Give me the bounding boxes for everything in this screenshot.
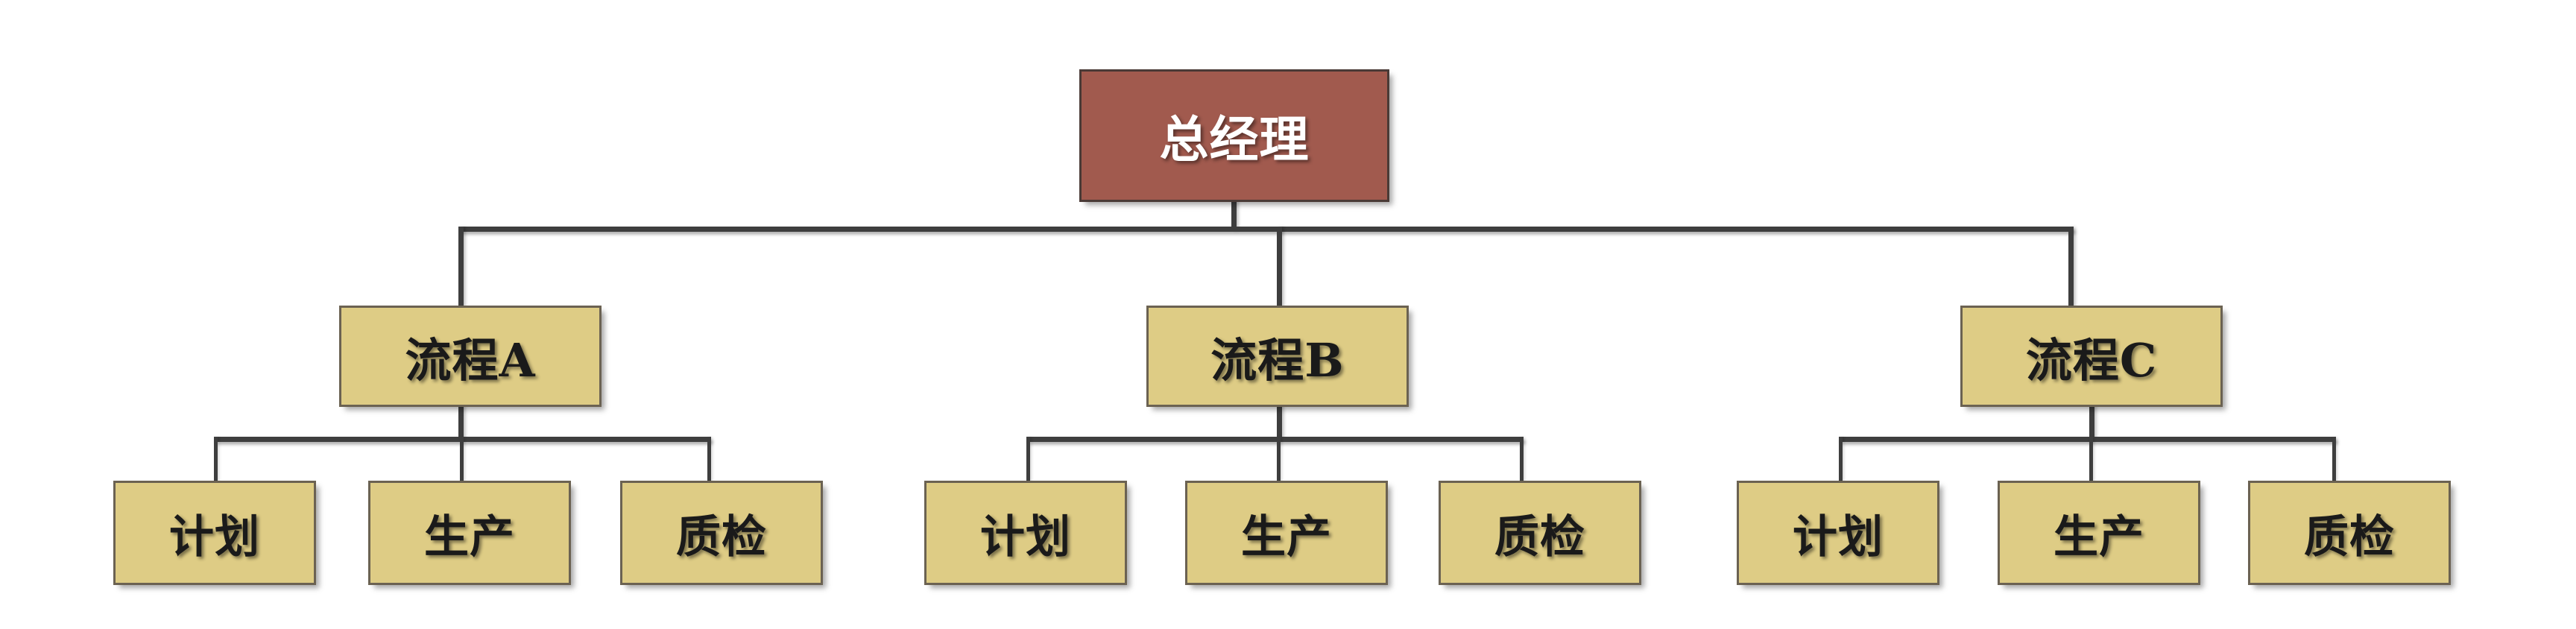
node-leaf-a-qc[interactable]: 质检	[620, 481, 823, 585]
node-leaf-b-qc[interactable]: 质检	[1439, 481, 1641, 585]
node-label: 流程C	[2025, 333, 2158, 388]
connector-drop-c-production	[2089, 437, 2093, 483]
node-leaf-a-production[interactable]: 生产	[368, 481, 571, 585]
connector-drop-c-qc	[2332, 437, 2336, 483]
node-label: 计划	[169, 511, 260, 563]
connector-branch-c-stem	[2089, 405, 2094, 440]
node-leaf-a-plan[interactable]: 计划	[113, 481, 316, 585]
node-root-general-manager[interactable]: 总经理	[1079, 69, 1389, 202]
connector-drop-b-plan	[1026, 437, 1030, 483]
connector-drop-branch-a	[458, 227, 464, 309]
node-leaf-c-qc[interactable]: 质检	[2248, 481, 2451, 585]
node-label: 生产	[2053, 511, 2144, 563]
connector-drop-b-qc	[1520, 437, 1524, 483]
node-label: 质检	[676, 511, 767, 563]
node-branch-c[interactable]: 流程C	[1960, 306, 2223, 407]
connector-drop-a-plan	[214, 437, 218, 483]
node-leaf-c-production[interactable]: 生产	[1998, 481, 2200, 585]
connector-branch-b-stem	[1277, 405, 1282, 440]
connector-drop-a-production	[460, 437, 464, 483]
node-leaf-b-plan[interactable]: 计划	[924, 481, 1127, 585]
connector-drop-branch-c	[2068, 227, 2074, 309]
node-label: 总经理	[1159, 110, 1310, 168]
connector-branch-a-stem	[458, 405, 464, 440]
node-label: 生产	[1241, 511, 1332, 563]
node-branch-b[interactable]: 流程B	[1146, 306, 1409, 407]
node-label: 流程A	[405, 333, 536, 388]
connector-branch-b-bus	[1026, 437, 1524, 442]
node-label: 质检	[1494, 511, 1585, 563]
connector-drop-c-plan	[1839, 437, 1843, 483]
node-label: 计划	[1793, 511, 1884, 563]
connector-root-stem	[1231, 200, 1237, 231]
node-label: 计划	[980, 511, 1071, 563]
connector-drop-a-qc	[707, 437, 711, 483]
connector-level1-bus	[458, 227, 2074, 232]
node-label: 质检	[2304, 511, 2395, 563]
connector-drop-b-production	[1277, 437, 1281, 483]
node-branch-a[interactable]: 流程A	[339, 306, 602, 407]
node-leaf-b-production[interactable]: 生产	[1185, 481, 1388, 585]
connector-branch-c-bus	[1839, 437, 2336, 442]
node-leaf-c-plan[interactable]: 计划	[1737, 481, 1939, 585]
connector-drop-branch-b	[1277, 227, 1282, 309]
node-label: 流程B	[1210, 333, 1345, 388]
node-label: 生产	[424, 511, 515, 563]
